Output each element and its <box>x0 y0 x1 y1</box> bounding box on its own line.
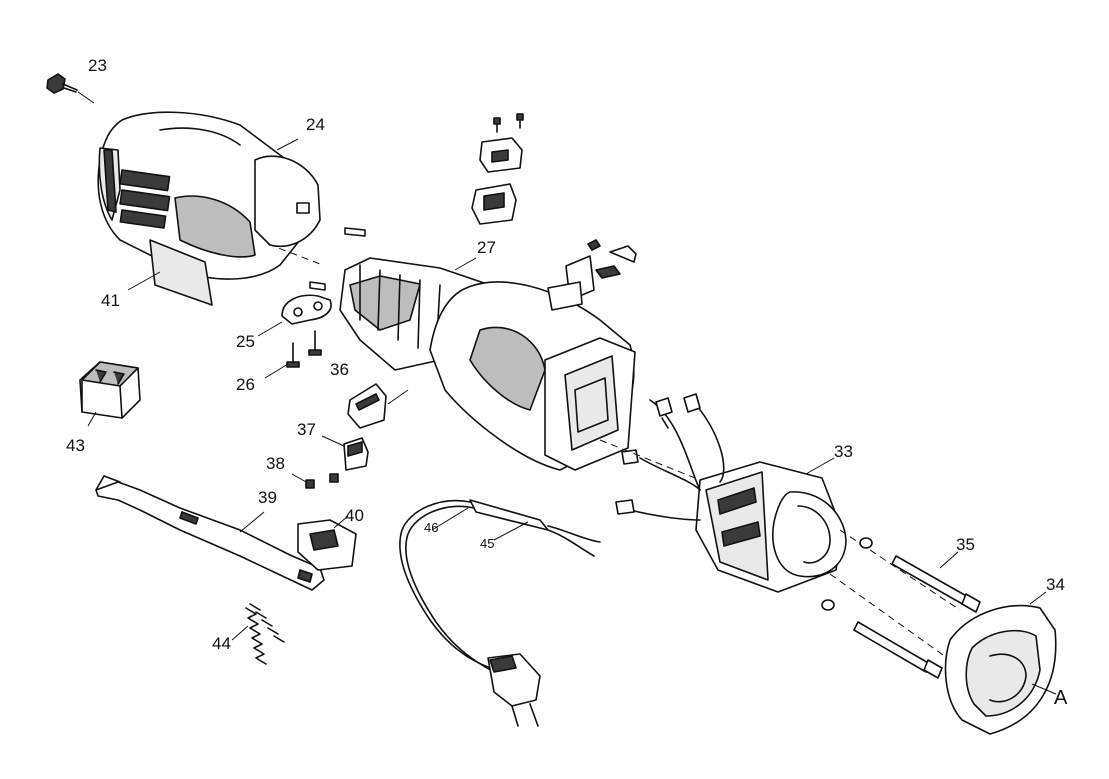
label-39: 39 <box>258 488 277 507</box>
label-36: 36 <box>330 360 349 379</box>
part-34-fan-baffle <box>946 592 1056 734</box>
part-24-rear-housing <box>98 112 320 279</box>
label-40: 40 <box>345 506 364 525</box>
label-46: 46 <box>424 520 439 535</box>
label-27: 27 <box>477 238 496 257</box>
part-brush-right <box>548 240 636 310</box>
part-43-switch <box>80 362 140 426</box>
label-44: 44 <box>212 634 231 653</box>
part-41-label <box>128 240 212 305</box>
label-33: 33 <box>834 442 853 461</box>
part-33-stator <box>616 394 846 592</box>
part-38-screws <box>292 474 338 488</box>
part-36-switch-bracket <box>348 384 408 428</box>
label-23: 23 <box>88 56 107 75</box>
label-41: 41 <box>101 291 120 310</box>
part-26-screws <box>265 331 321 378</box>
label-45: 45 <box>480 536 495 551</box>
part-23-screw <box>47 74 94 103</box>
label-24: 24 <box>306 115 325 134</box>
small-plates <box>310 228 365 290</box>
part-45-cord-guard <box>470 500 600 556</box>
part-brush-holder <box>472 114 523 224</box>
part-44-spring <box>232 604 284 664</box>
label-26: 26 <box>236 375 255 394</box>
part-35-stator-screws <box>854 552 980 678</box>
part-25-cord-clamp <box>258 295 331 336</box>
label-37: 37 <box>297 420 316 439</box>
part-37-switch-block <box>322 436 368 470</box>
label-43: 43 <box>66 436 85 455</box>
part-39-switch-lever <box>96 476 324 590</box>
label-25: 25 <box>236 332 255 351</box>
part-46-power-cord <box>400 501 540 726</box>
label-38: 38 <box>266 454 285 473</box>
label-34: 34 <box>1046 575 1065 594</box>
label-A: A <box>1054 687 1068 709</box>
washers <box>822 538 872 610</box>
part-27-motor-housing <box>340 258 635 470</box>
part-40-switch-button <box>298 516 356 570</box>
label-35: 35 <box>956 535 975 554</box>
